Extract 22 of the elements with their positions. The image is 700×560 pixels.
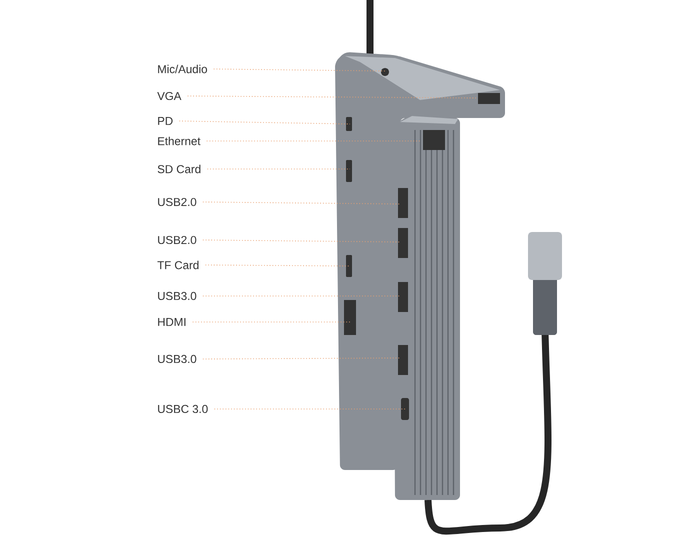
port-label: HDMI xyxy=(158,318,186,326)
port-label: TF Card xyxy=(157,260,198,270)
port-label: USBC 3.0 xyxy=(158,404,208,414)
leader-line xyxy=(178,120,350,124)
port-label: Ethernet xyxy=(158,136,200,146)
leader-line xyxy=(206,140,420,142)
leader-line xyxy=(206,168,350,170)
port-label: Mic/Audio xyxy=(158,64,208,74)
leader-line xyxy=(202,240,400,242)
leader-line xyxy=(214,408,406,410)
port-label: USB2.0 xyxy=(158,236,196,244)
leader-line xyxy=(213,68,386,72)
port-label: SD Card xyxy=(158,164,200,174)
leader-line xyxy=(202,358,400,360)
port-label: USB2.0 xyxy=(158,198,196,206)
port-label: VGA xyxy=(157,92,182,100)
port-label: USB3.0 xyxy=(158,354,196,364)
port-label: PD xyxy=(158,117,173,125)
leader-line xyxy=(187,96,478,98)
port-label: USB3.0 xyxy=(158,292,196,300)
leader-line xyxy=(205,264,350,266)
leader-line xyxy=(202,202,400,204)
